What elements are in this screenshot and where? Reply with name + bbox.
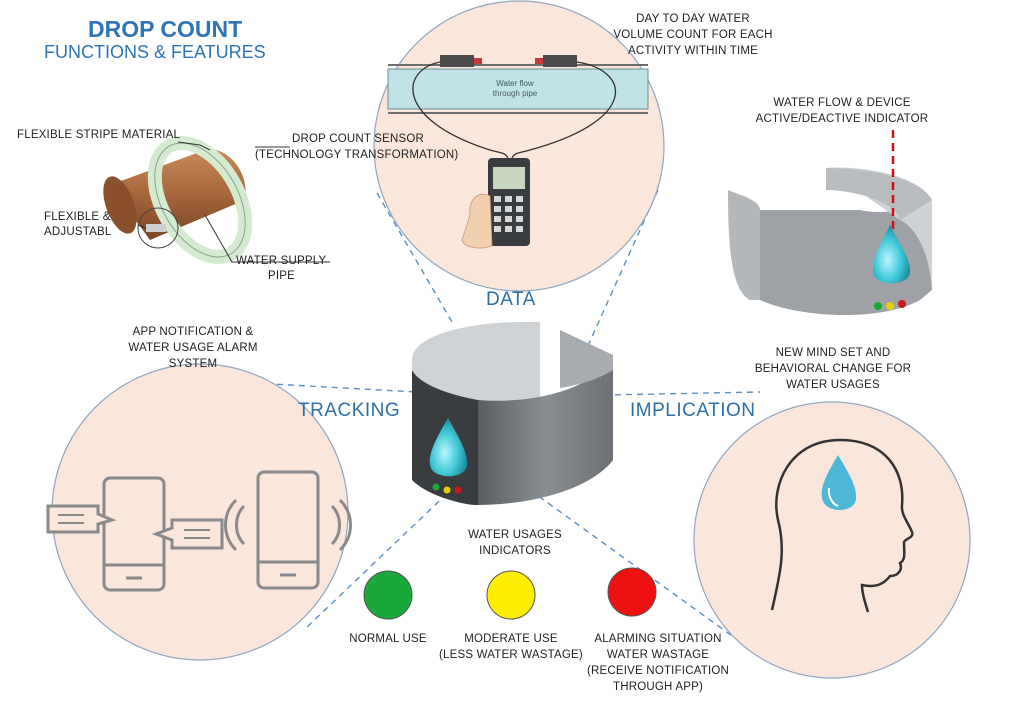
indicators-heading-2: INDICATORS <box>479 545 551 557</box>
label-sensor-2: (TECHNOLOGY TRANSFORMATION) <box>255 149 459 161</box>
phones-illustration <box>46 470 352 592</box>
label-sensor-1: DROP COUNT SENSOR <box>292 133 425 145</box>
page-subtitle: FUNCTIONS & FEATURES <box>44 42 266 62</box>
tracking-caption-1: APP NOTIFICATION & <box>132 326 254 338</box>
indicator-yellow <box>486 570 536 620</box>
indicator-caption-1: WATER FLOW & DEVICE <box>773 97 911 109</box>
central-device <box>412 321 613 506</box>
section-implication: IMPLICATION <box>630 400 756 421</box>
tracking-caption-3: SYSTEM <box>168 358 218 370</box>
pipe-text-1: Water flow <box>496 79 534 88</box>
label-pipe-1: WATER SUPPLY <box>236 255 327 267</box>
indicator-moderate-label: MODERATE USE <box>464 633 558 645</box>
data-caption-1: DAY TO DAY WATER <box>636 13 750 25</box>
implication-caption-1: NEW MIND SET AND <box>775 347 891 359</box>
pipe-band-illustration <box>103 136 330 264</box>
indicator-alarming-label: ALARMING SITUATION <box>594 633 722 645</box>
label-stripe: FLEXIBLE STRIPE MATERIAL <box>17 129 181 141</box>
tracking-caption-2: WATER USAGE ALARM <box>128 342 258 354</box>
indicator-circles <box>363 567 657 620</box>
indicator-red <box>607 567 657 617</box>
section-data: DATA <box>486 289 536 310</box>
implication-panel-circle <box>693 401 971 679</box>
head-illustration <box>770 438 914 613</box>
implication-caption-2: BEHAVIORAL CHANGE FOR <box>754 363 912 375</box>
pipe-text-2: through pipe <box>492 89 538 98</box>
indicator-alarming-sub-1: WATER WASTAGE <box>606 649 710 661</box>
label-adjustable-2: ADJUSTABL <box>44 226 112 238</box>
indicator-normal-label: NORMAL USE <box>349 633 427 645</box>
indicator-alarming-sub-3: THROUGH APP) <box>613 681 703 693</box>
indicator-alarming-sub-2: (RECEIVE NOTIFICATION <box>587 665 729 677</box>
indicator-caption-2: ACTIVE/DEACTIVE INDICATOR <box>755 113 929 125</box>
indicator-moderate-sublabel: (LESS WATER WASTAGE) <box>439 649 583 661</box>
label-adjustable-1: FLEXIBLE & <box>44 211 111 223</box>
indicator-green <box>363 570 413 620</box>
section-tracking: TRACKING <box>298 400 401 421</box>
data-caption-2: VOLUME COUNT FOR EACH <box>613 29 773 41</box>
label-pipe-2: PIPE <box>268 270 296 282</box>
data-caption-3: ACTIVITY WITHIN TIME <box>627 45 759 57</box>
flow-meter-illustration <box>387 55 649 249</box>
indicator-band-illustration <box>728 130 932 316</box>
implication-caption-3: WATER USAGES <box>786 379 880 391</box>
indicators-heading-1: WATER USAGES <box>468 529 562 541</box>
page-title: DROP COUNT <box>88 16 243 42</box>
